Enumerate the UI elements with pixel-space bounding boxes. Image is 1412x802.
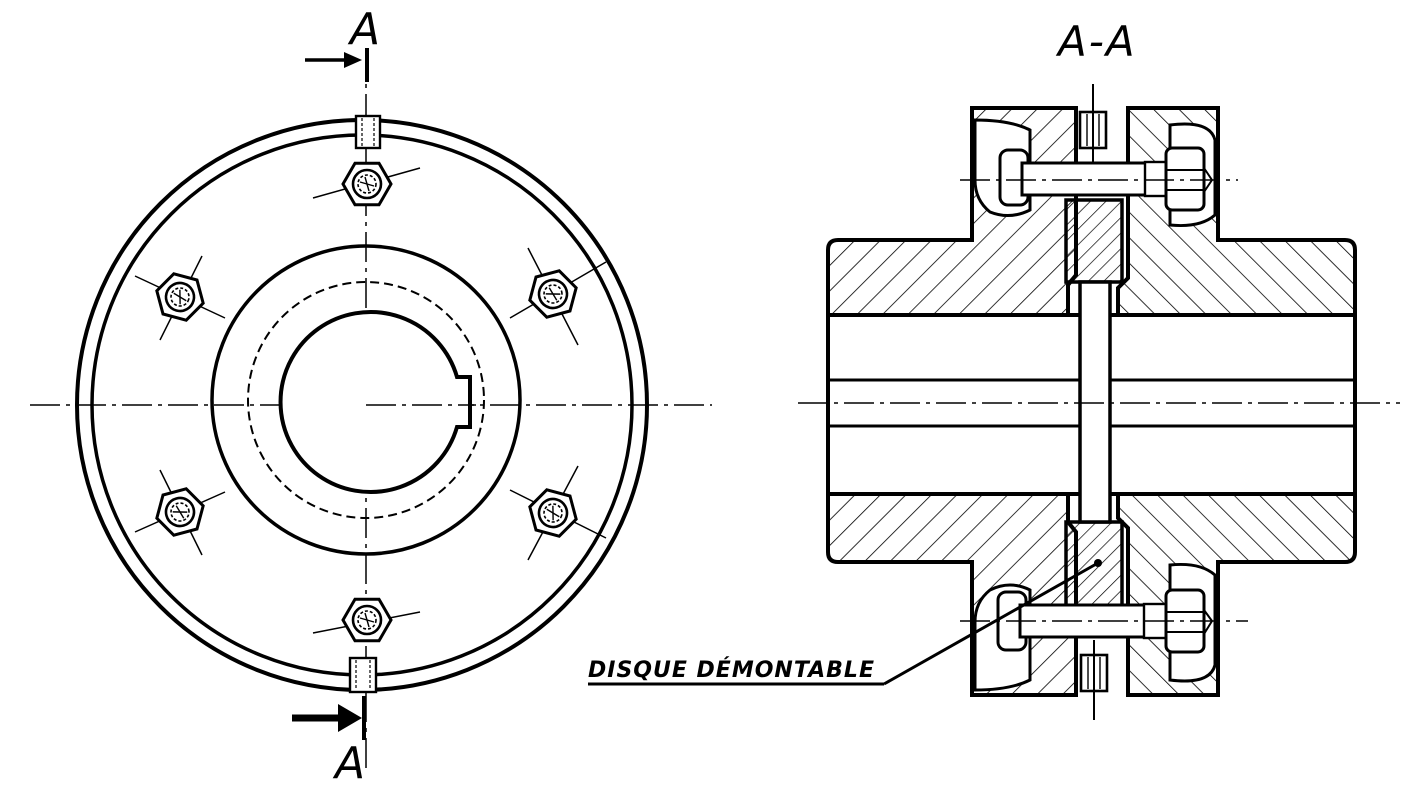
nut-icon [149,484,211,540]
right-hub-lower [1116,492,1357,697]
callout-leader [588,559,1102,686]
callout-label: DISQUE DÉMONTABLE [588,657,875,683]
section-view: A-A [588,17,1400,720]
removable-disc-upper [1064,198,1124,284]
section-view-title: A-A [1055,17,1137,66]
bore-with-keyway [278,310,472,494]
nut-icon [522,485,584,541]
set-screw-top [354,114,382,150]
left-hub-upper [826,106,1078,317]
nut-icon [341,597,393,643]
hidden-hub-circle [247,281,485,519]
hub-circle [210,244,522,556]
set-screw-bottom [348,656,378,694]
section-marker-bottom: A [332,738,365,789]
disc-web [1078,280,1112,524]
bolt-upper [998,146,1213,212]
section-marker-top: A [347,4,380,55]
section-arrow-bottom [292,696,366,740]
nut-icon [149,269,211,325]
nut-icon [341,161,393,207]
removable-disc-lower [1064,520,1124,614]
front-view: A A [30,4,712,789]
section-arrow-top [305,48,369,82]
nut-icon [522,266,584,322]
right-hub-upper [1116,106,1357,317]
